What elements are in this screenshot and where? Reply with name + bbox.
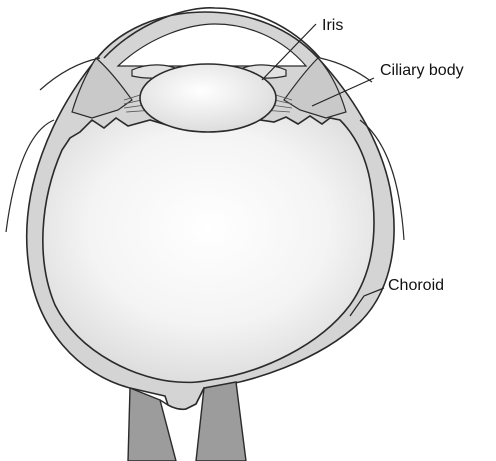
optic-nerve-right	[196, 382, 246, 461]
iris-label: Iris	[322, 17, 343, 34]
ciliary-body-label: Ciliary body	[380, 62, 464, 79]
choroid-label: Choroid	[388, 277, 444, 294]
lens	[140, 64, 276, 132]
